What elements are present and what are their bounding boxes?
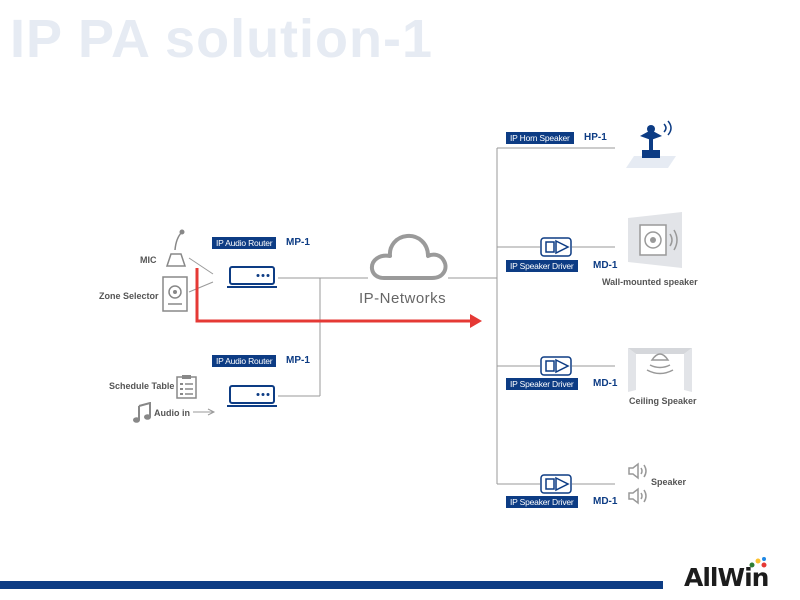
speaker-driver-icon (540, 474, 572, 494)
speaker-driver-icon (540, 237, 572, 257)
output-1-tag: IP Horn Speaker (506, 132, 574, 144)
output-2-model: MD-1 (593, 260, 618, 271)
schedule-table-icon (176, 375, 197, 399)
output-4-tag: IP Speaker Driver (506, 496, 578, 508)
gooseneck-mic-icon (165, 229, 187, 267)
audio-in-label: Audio in (154, 408, 190, 418)
output-3-model: MD-1 (593, 378, 618, 389)
router-1-model: MP-1 (286, 237, 310, 248)
wall-mounted-speaker-icon (628, 212, 682, 268)
speaker-icon (628, 462, 647, 480)
logo-dots-icon (749, 557, 767, 568)
network-label: IP-Networks (359, 290, 447, 307)
audio-router-2-icon (227, 385, 277, 407)
brand-logo: AllWin (684, 563, 769, 592)
output-3-tag: IP Speaker Driver (506, 378, 578, 390)
output-4-model: MD-1 (593, 496, 618, 507)
audio-flow-arrow (195, 268, 482, 328)
speaker-driver-icon (540, 356, 572, 376)
output-1-model: HP-1 (584, 132, 607, 143)
schedule-table-label: Schedule Table (109, 381, 175, 391)
router-1-tag: IP Audio Router (212, 237, 277, 249)
router-2-model: MP-1 (286, 355, 310, 366)
ceiling-speaker-icon (628, 348, 692, 392)
cloud-icon (369, 233, 448, 280)
router-2-tag: IP Audio Router (212, 355, 277, 367)
output-2-caption: Wall-mounted speaker (602, 277, 698, 287)
output-2-tag: IP Speaker Driver (506, 260, 578, 272)
speaker-icon (628, 487, 647, 505)
audio-router-1-icon (227, 266, 277, 288)
zone-selector-label: Zone Selector (99, 291, 159, 301)
zone-selector-icon (162, 276, 188, 312)
page-title: IP PA solution-1 (10, 9, 434, 69)
output-3-caption: Ceiling Speaker (629, 396, 697, 406)
mic-label: MIC (140, 255, 157, 265)
output-4-caption: Speaker (651, 477, 687, 487)
footer-bar (0, 581, 663, 589)
music-note-icon (133, 402, 151, 423)
horn-speaker-icon (626, 120, 676, 168)
